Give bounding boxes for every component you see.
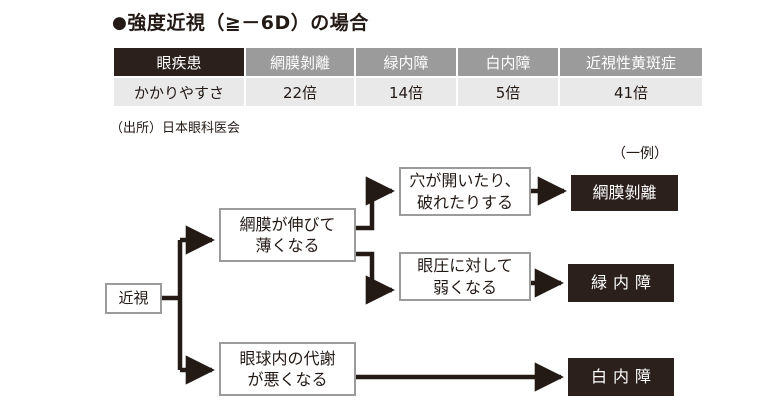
table-header-cell-2: 緑内障: [356, 48, 456, 76]
connector-retina-to-hole: [356, 176, 395, 231]
node-myopia: 近視: [105, 283, 162, 314]
table-cell-value-2: 5倍: [458, 78, 558, 106]
node-retinal-detachment: 網膜剝離: [571, 175, 678, 211]
table-header-cell-1: 網膜剝離: [246, 48, 354, 76]
table-header-row: 眼疾患 網膜剝離 緑内障 白内障 近視性黄斑症: [114, 48, 702, 76]
table-cell-value-3: 41倍: [560, 78, 702, 106]
table-row: かかりやすさ 22倍 14倍 5倍 41倍: [114, 78, 702, 106]
node-glaucoma: 緑内障: [568, 264, 674, 302]
node-poor-metabolism: 眼球内の代謝 が悪くなる: [219, 342, 356, 396]
risk-table: 眼疾患 網膜剝離 緑内障 白内障 近視性黄斑症 かかりやすさ 22倍 14倍 5…: [112, 46, 704, 108]
table-cell-value-0: 22倍: [246, 78, 354, 106]
table-cell-value-1: 14倍: [356, 78, 456, 106]
page-title: ●強度近視（≧－6D）の場合: [112, 8, 369, 35]
connector-retina-to-pressure: [356, 251, 395, 305]
node-hole-or-tear: 穴が開いたり、 破れたりする: [399, 167, 531, 216]
table-header-cell-3: 白内障: [458, 48, 558, 76]
node-retina-thinning: 網膜が伸びて 薄くなる: [219, 208, 356, 262]
table-header-cell-0: 眼疾患: [114, 48, 244, 76]
table-source-note: （出所）日本眼科医会: [110, 121, 241, 136]
page-title-text: 強度近視（≧－6D）の場合: [127, 12, 369, 34]
example-label: （一例）: [612, 146, 668, 162]
node-cataract: 白内障: [568, 358, 674, 396]
table-header-cell-4: 近視性黄斑症: [560, 48, 702, 76]
table-row-label: かかりやすさ: [114, 78, 244, 106]
bullet-icon: ●: [112, 13, 128, 33]
node-weak-to-eye-pressure: 眼圧に対して 弱くなる: [399, 252, 531, 301]
